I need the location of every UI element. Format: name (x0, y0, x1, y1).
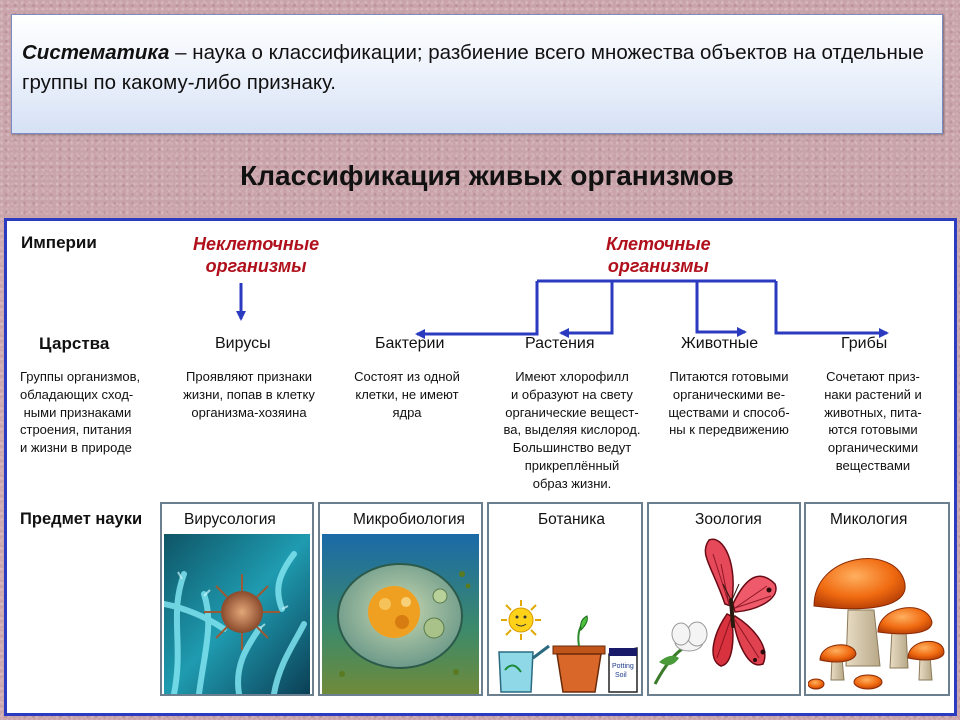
kingdom-plants: Растения (525, 335, 595, 352)
bacteria-description: Состоят из одной клетки, не имеют ядра (354, 369, 460, 420)
card-mycology: Микология (804, 502, 950, 696)
science-zoology: Зоология (695, 511, 762, 528)
definition-text: Систематика – наука о классификации; раз… (22, 38, 927, 98)
card-microbiology: Микробиология (318, 502, 483, 696)
noncellular-label: Неклеточные организмы (193, 233, 319, 277)
cellular-line2: организмы (607, 256, 709, 276)
virus-image (164, 534, 310, 694)
fungi-description: Сочетают приз- наки растений и животных,… (824, 369, 922, 473)
butterfly-image (651, 534, 797, 694)
cellular-label: Клеточные организмы (606, 233, 711, 277)
kingdom-viruses: Вирусы (215, 335, 271, 352)
groups-description: Группы организмов, обладающих сход- ными… (20, 369, 141, 456)
page-title: Классификация живых организмов (240, 160, 734, 191)
subject-label: Предмет науки (20, 510, 143, 528)
mushroom-image (808, 534, 946, 694)
definition-term: Систематика (22, 41, 170, 64)
noncellular-line2: организмы (205, 256, 307, 276)
science-mycology: Микология (830, 511, 908, 528)
definition-body: – наука о классификации; разбиение всего… (22, 41, 924, 94)
animals-description: Питаются готовыми органическими ве- щест… (668, 369, 790, 438)
arrow-to-bacteria (415, 281, 539, 339)
science-microbiology: Микробиология (353, 511, 465, 528)
science-virology: Вирусология (184, 511, 276, 528)
card-virology: Вирусология (160, 502, 314, 696)
empires-label: Империи (21, 233, 97, 252)
kingdoms-label: Царства (39, 334, 110, 353)
science-botany: Ботаника (538, 511, 605, 528)
arrow-to-fungi (774, 281, 889, 338)
soil-label-line1: Potting (612, 663, 634, 670)
card-zoology: Зоология (647, 502, 801, 696)
kingdom-fungi: Грибы (841, 335, 888, 352)
connector-lines (236, 279, 889, 339)
noncellular-line1: Неклеточные (193, 234, 320, 254)
viruses-description: Проявляют признаки жизни, попав в клетку… (183, 369, 315, 420)
definition-box (11, 14, 943, 134)
cellular-line1: Клеточные (606, 234, 711, 254)
kingdom-animals: Животные (681, 335, 759, 352)
card-botany: Ботаника (487, 502, 643, 696)
arrow-to-animals (695, 281, 747, 337)
kingdom-bacteria: Бактерии (375, 335, 445, 352)
classification-panel: Империи Неклеточные организмы Клеточные … (4, 218, 957, 716)
bacteria-image (322, 534, 479, 694)
plants-description: Имеют хлорофилл и образуют на свету орга… (503, 369, 641, 491)
arrow-to-plants (559, 281, 614, 338)
soil-label-line2: Soil (615, 672, 627, 679)
plant-image: Potting Soil (491, 534, 639, 694)
